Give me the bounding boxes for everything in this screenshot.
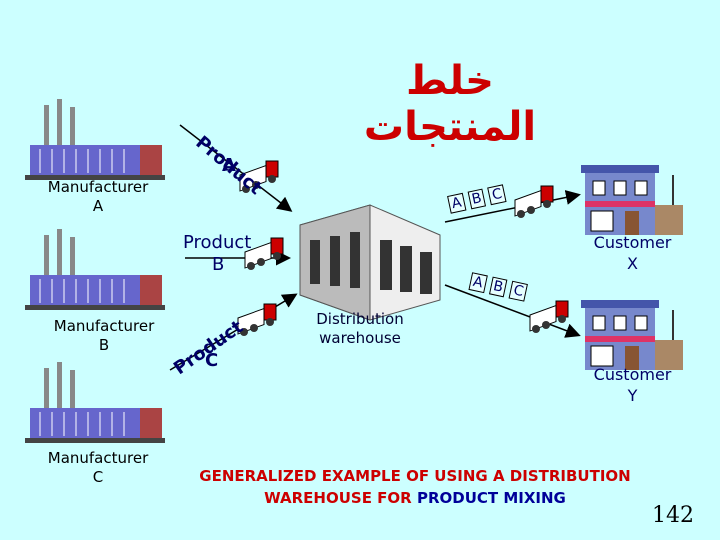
manufacturer-a-line1: Manufacturer (47, 178, 149, 196)
warehouse-building (299, 204, 441, 321)
manufacturer-c-line1: Manufacturer (47, 449, 149, 467)
customer-y-label: Customer Y (580, 364, 685, 406)
load-y-b: B (488, 276, 508, 298)
manufacturer-c-line2: C (92, 468, 104, 486)
customer-x-line2: X (627, 254, 638, 273)
load-x-c: C (487, 184, 507, 206)
page-title: خلط المنتجات (363, 58, 537, 150)
page-number: 142 (652, 503, 694, 528)
load-y-a: A (468, 272, 488, 294)
product-b-letter: B (212, 254, 225, 275)
customer-y-line2: Y (627, 386, 638, 405)
load-x-a: A (447, 192, 467, 214)
manufacturer-a-label: Manufacturer A (40, 178, 156, 216)
manufacturer-b-label: Manufacturer B (46, 317, 162, 355)
customer-x-label: Customer X (580, 232, 685, 274)
manufacturer-b-line2: B (98, 336, 110, 354)
caption-line2b: PRODUCT MIXING (416, 489, 566, 507)
warehouse-line1: Distribution (316, 310, 404, 328)
warehouse-line2: warehouse (319, 329, 401, 347)
product-b-text: Product (183, 232, 252, 253)
product-c-letter: C (205, 350, 219, 371)
manufacturer-c-label: Manufacturer C (40, 449, 156, 487)
load-x-b: B (467, 188, 487, 210)
warehouse-label: Distribution warehouse (300, 310, 420, 348)
manufacturer-a-line2: A (92, 197, 104, 215)
caption-line2a: WAREHOUSE FOR (264, 489, 412, 507)
caption-line1: GENERALIZED EXAMPLE OF USING A DISTRIBUT… (199, 467, 631, 485)
product-a-letter: A (222, 155, 236, 176)
caption-line2: WAREHOUSE FOR PRODUCT MIXING (160, 487, 670, 509)
customer-y-line1: Customer (593, 365, 672, 384)
manufacturer-b-line1: Manufacturer (53, 317, 155, 335)
caption: GENERALIZED EXAMPLE OF USING A DISTRIBUT… (160, 465, 670, 509)
customer-x-line1: Customer (593, 233, 672, 252)
